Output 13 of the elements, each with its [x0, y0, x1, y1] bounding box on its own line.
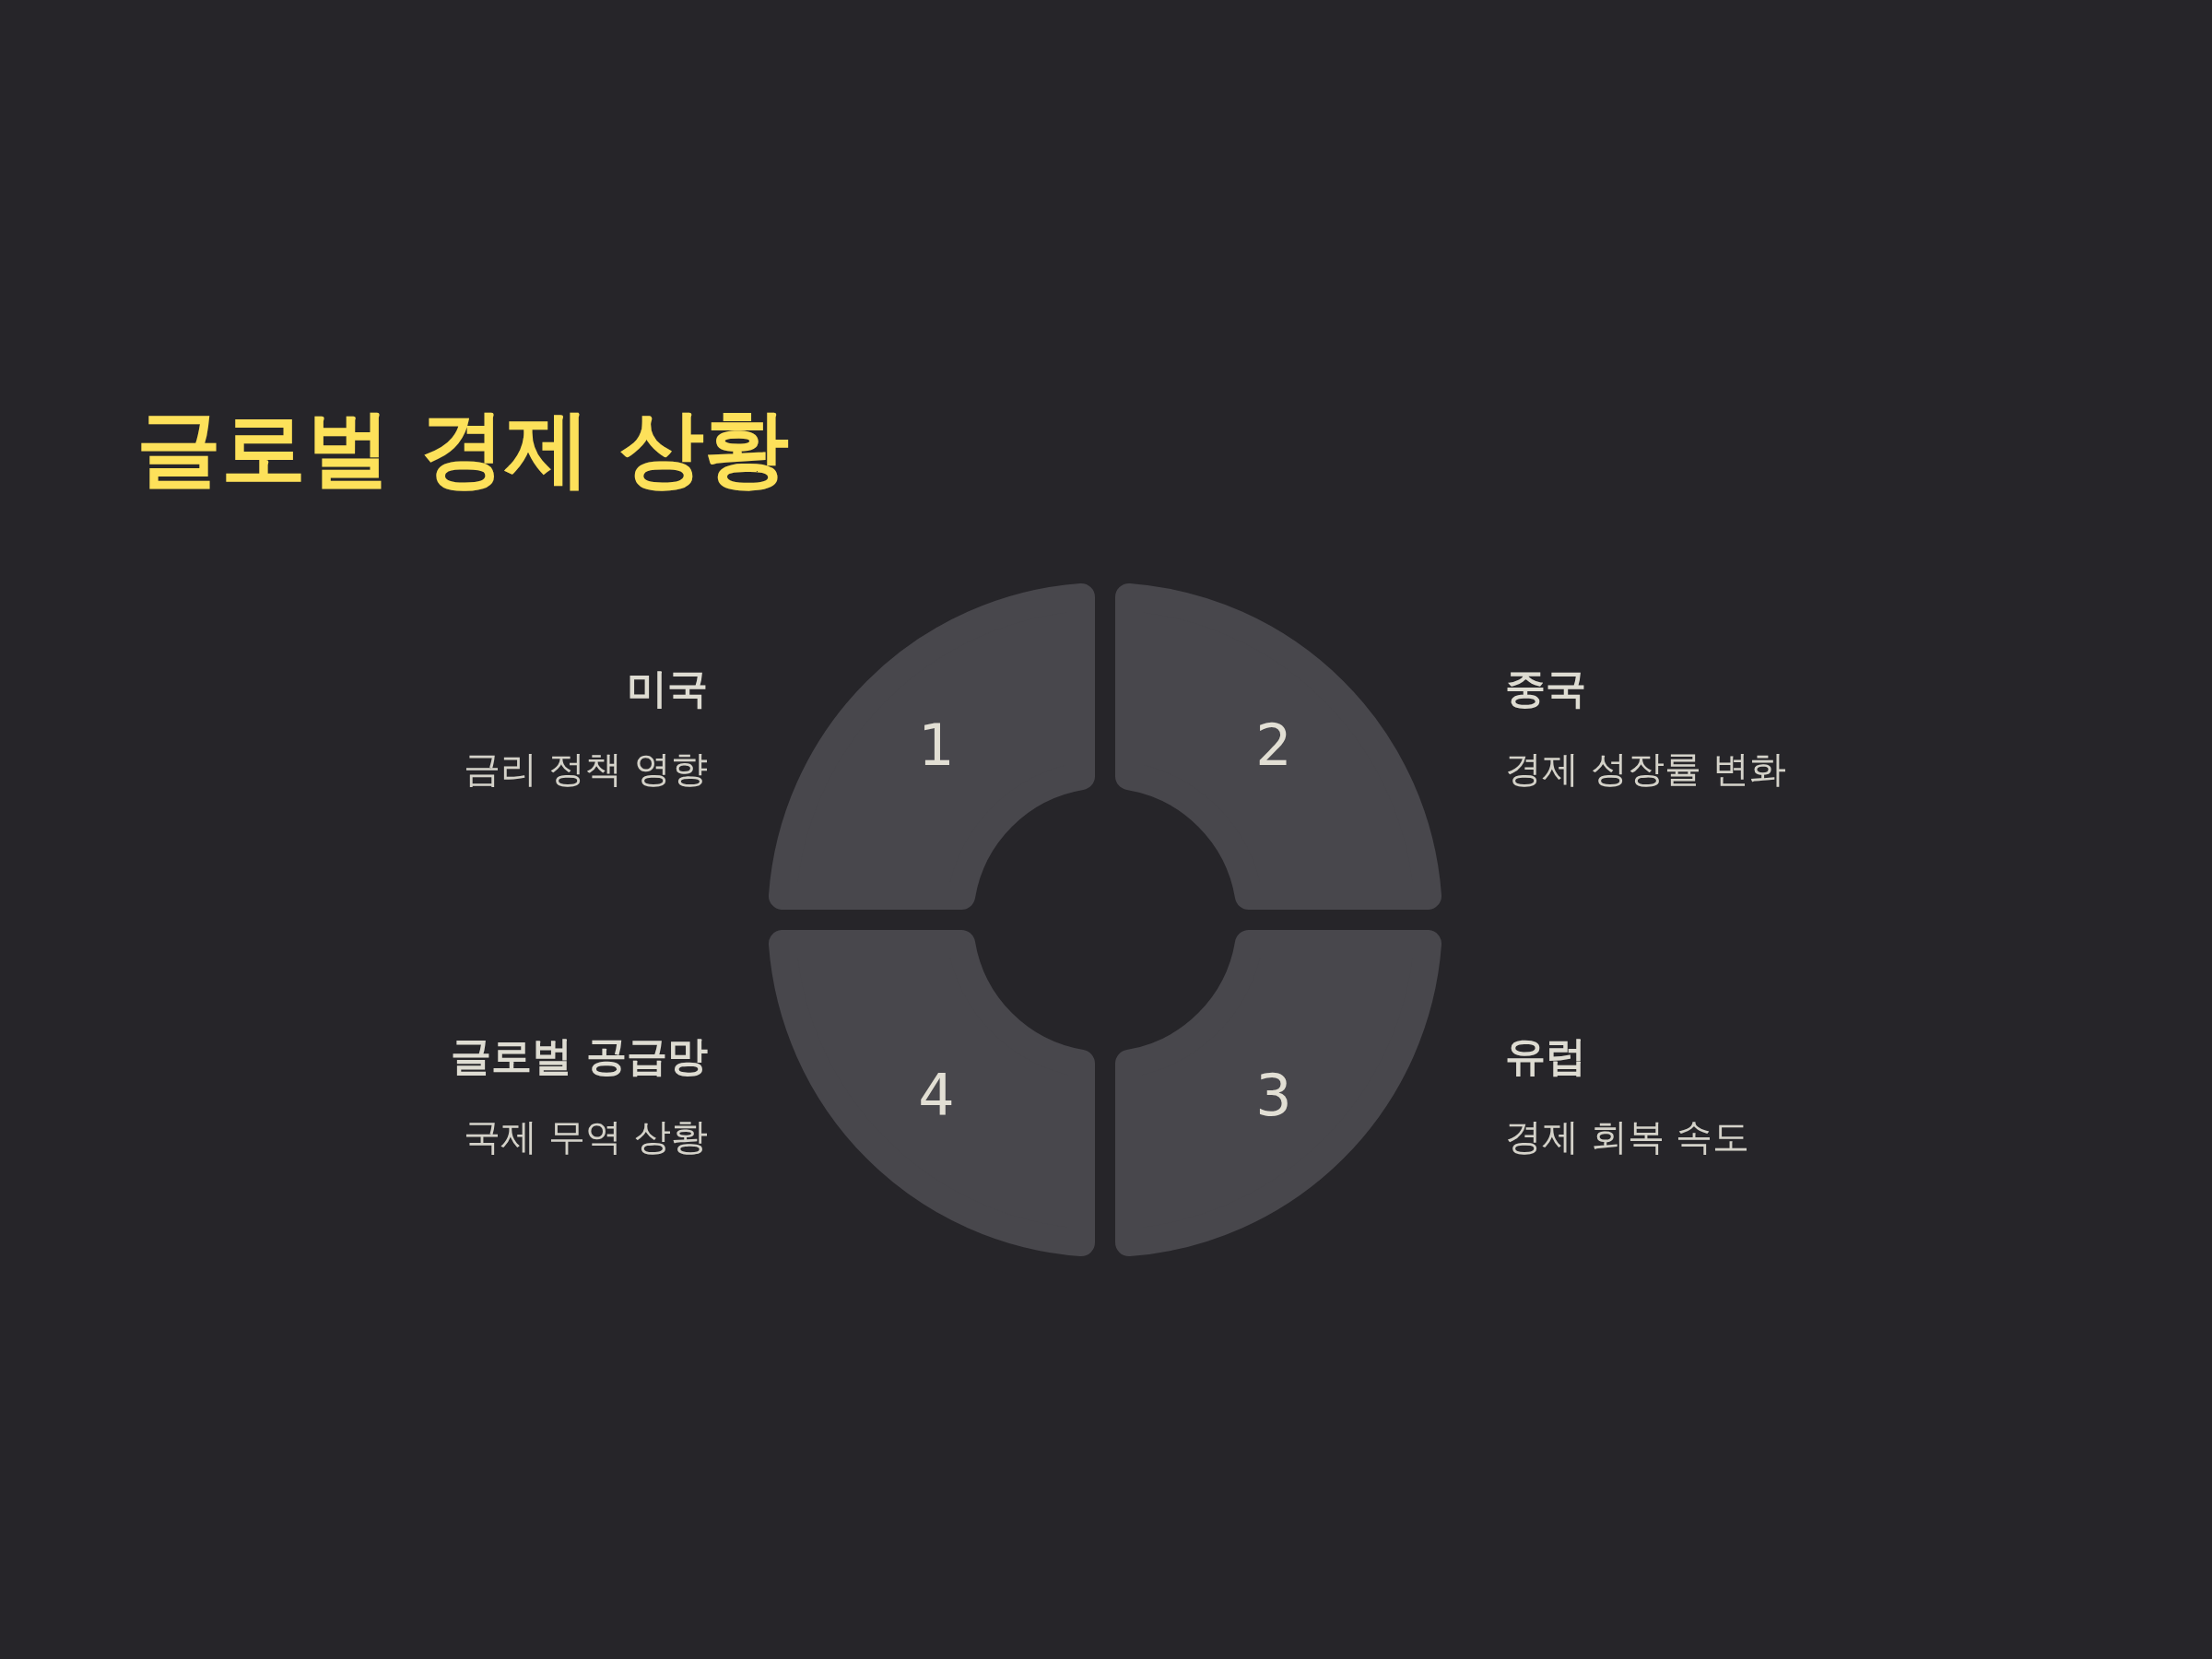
region-heading: 미국: [627, 663, 708, 713]
region-heading: 글로벌 공급망: [450, 1030, 708, 1081]
segment-number: 3: [1255, 1061, 1292, 1129]
region-description: 금리 정책 영향: [463, 746, 708, 792]
segment-number: 2: [1255, 711, 1292, 779]
segment-number: 1: [918, 711, 955, 779]
slide-title: 글로벌 경제 상황: [136, 398, 790, 500]
region-description: 경제 성장률 변화: [1505, 746, 1787, 792]
region-heading: 유럽: [1505, 1030, 1586, 1081]
region-description: 국제 무역 상황: [463, 1113, 708, 1159]
segment-number: 4: [918, 1061, 955, 1129]
region-description: 경제 회복 속도: [1505, 1113, 1750, 1159]
region-heading: 중국: [1505, 663, 1586, 713]
